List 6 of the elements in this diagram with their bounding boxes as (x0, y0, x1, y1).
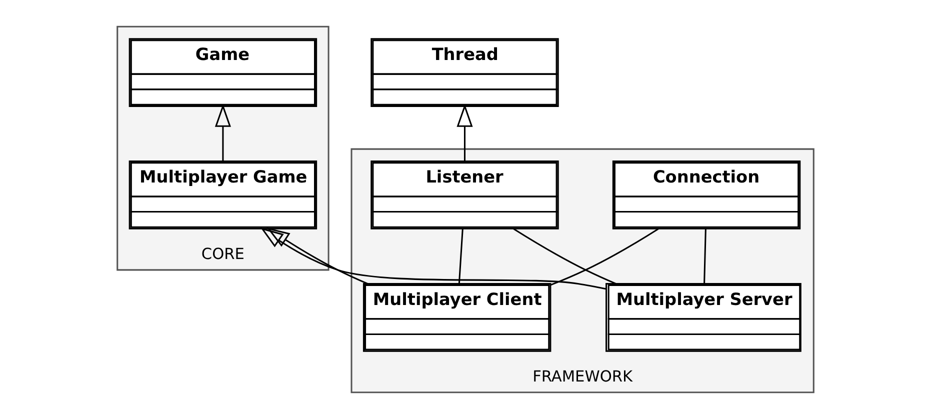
connector (703, 228, 706, 284)
connector (458, 228, 463, 284)
connector (550, 228, 658, 286)
arrow (266, 227, 368, 284)
connector (512, 228, 616, 284)
arrow (260, 228, 606, 290)
